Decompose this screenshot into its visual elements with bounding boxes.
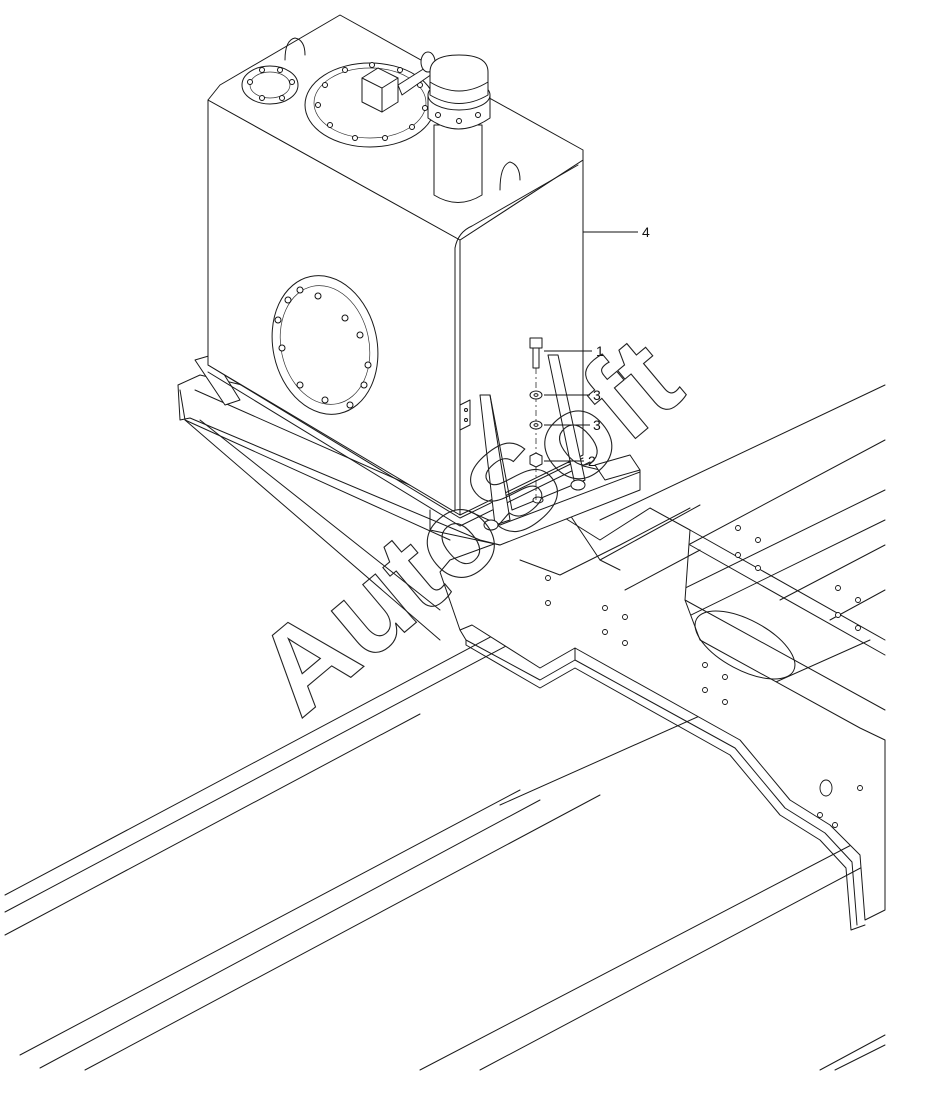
frame-holes xyxy=(545,525,863,828)
callout-3-lower: 3 xyxy=(593,417,601,433)
callout-3-upper: 3 xyxy=(593,387,601,403)
callout-4: 4 xyxy=(642,224,650,240)
fasteners xyxy=(529,337,543,500)
bolt-part-1 xyxy=(529,337,543,369)
side-inspection-cover xyxy=(271,275,379,415)
mounting-brackets xyxy=(479,354,586,531)
small-top-cover xyxy=(241,65,299,105)
hydraulic-tank xyxy=(207,14,591,527)
callout-1: 1 xyxy=(596,343,604,359)
callouts: 1 3 3 2 4 xyxy=(544,224,650,469)
filter-canister xyxy=(427,54,491,203)
chassis-frame xyxy=(4,384,886,1071)
callout-2: 2 xyxy=(588,453,596,469)
large-top-cover xyxy=(304,51,436,148)
nut-part-2 xyxy=(529,452,543,468)
